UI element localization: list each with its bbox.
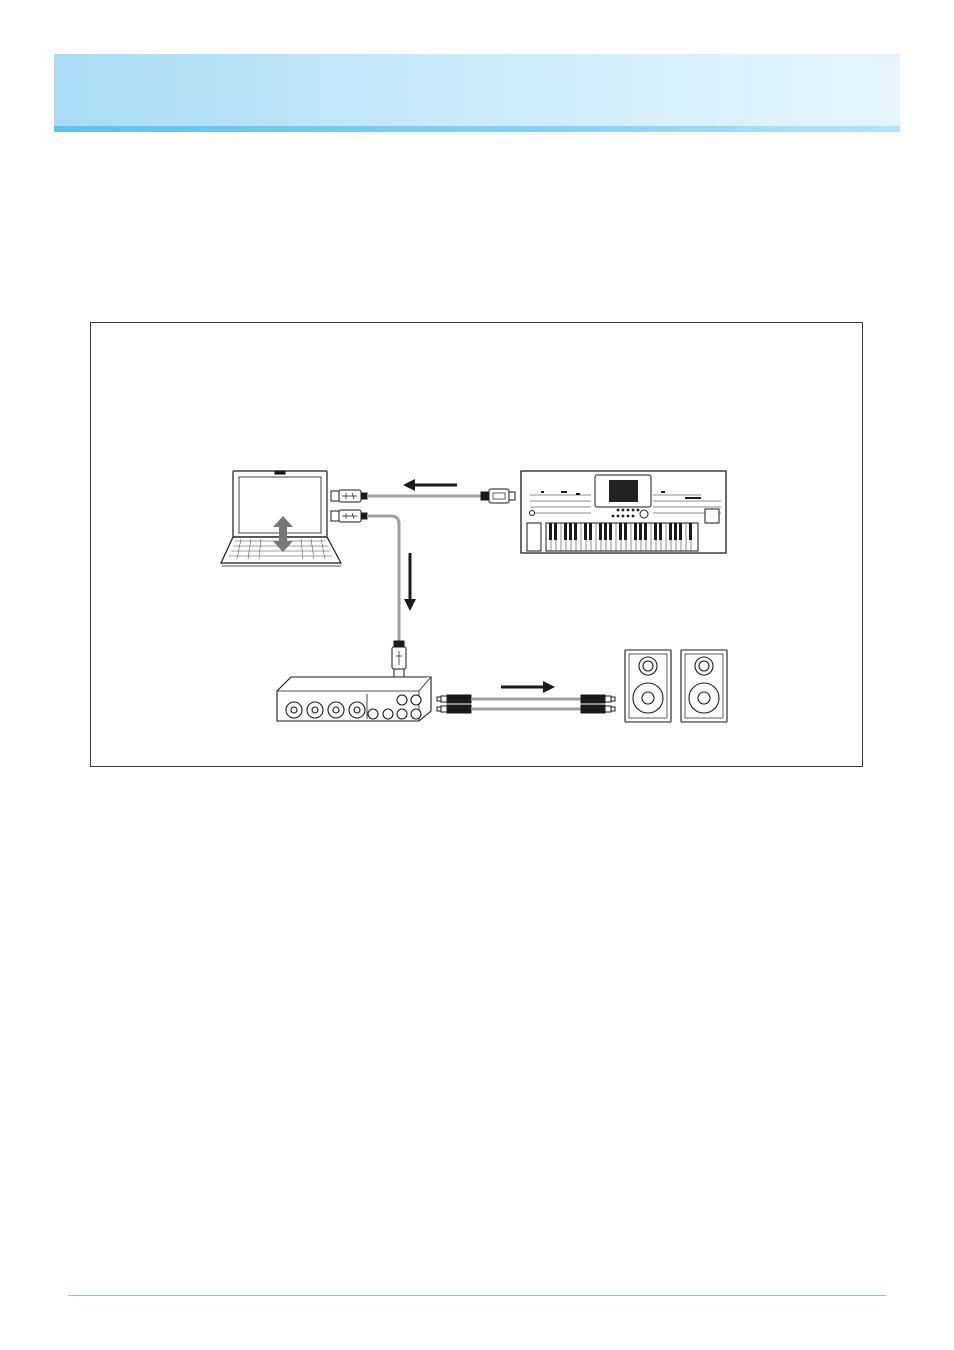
usb-b-plug-icon [481,489,515,503]
usb-plug-top-icon [331,490,367,502]
laptop-icon [221,471,341,566]
footer-rule [68,1295,886,1296]
audio-interface-icon [277,677,431,721]
audio-cables [437,695,615,713]
monitor-speakers-icon [625,650,727,722]
signal-arrow-to-speakers [501,681,555,693]
signal-arrow-to-interface [404,553,416,611]
header-accent-rule [54,126,900,132]
usb-plug-interface-icon [392,641,406,677]
arranger-keyboard-icon [521,471,726,553]
signal-arrow-to-computer [403,479,457,491]
header-band [54,54,900,126]
usb-cable-interface [367,516,399,641]
connection-diagram-frame [90,322,863,767]
connection-diagram [91,323,862,766]
usb-plug-bottom-icon [331,510,367,522]
